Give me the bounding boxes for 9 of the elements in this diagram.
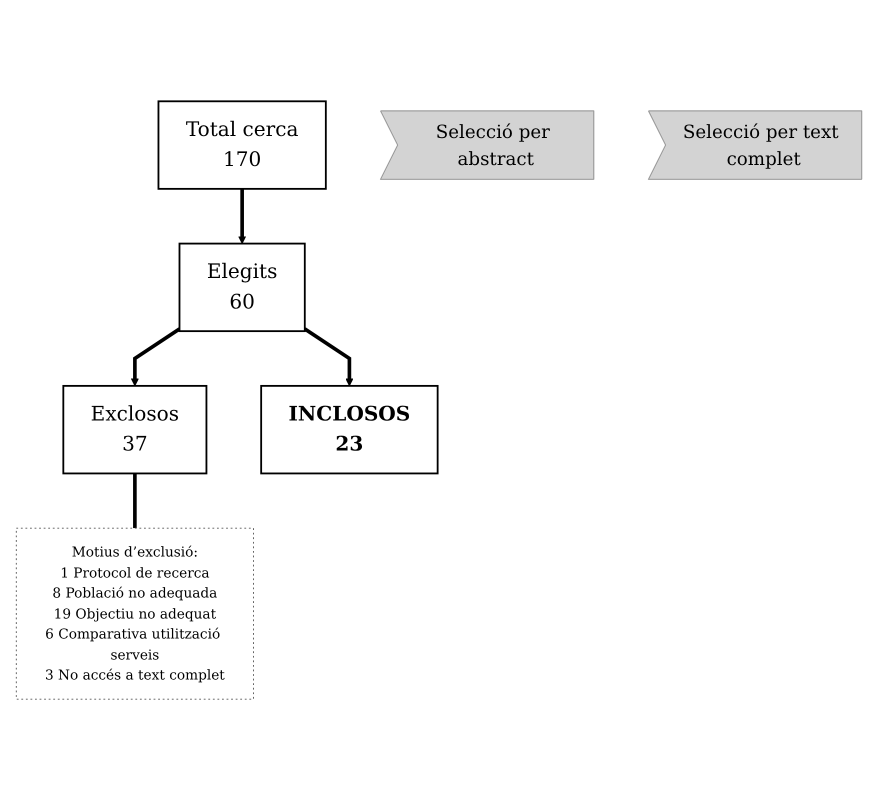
arrow — [130, 327, 180, 386]
arrow — [238, 188, 246, 244]
flowchart-diagram: Total cerca 170 Selecció per abstract Elegits 60 Selecció per text complet Exclosos 37 INCLOSOS 23 Motius d’exclusió: 1 Protocol de recerca 8 Població no adequada 19 Objectiu no adequat 6 Comparativa utilització serveis 3 No accés a text complet — [9, 94, 869, 706]
node-box — [62, 384, 208, 474]
connector — [133, 473, 137, 528]
arrow — [304, 327, 354, 386]
node-box — [260, 384, 439, 474]
node-box — [158, 100, 327, 190]
node-box — [178, 242, 306, 332]
